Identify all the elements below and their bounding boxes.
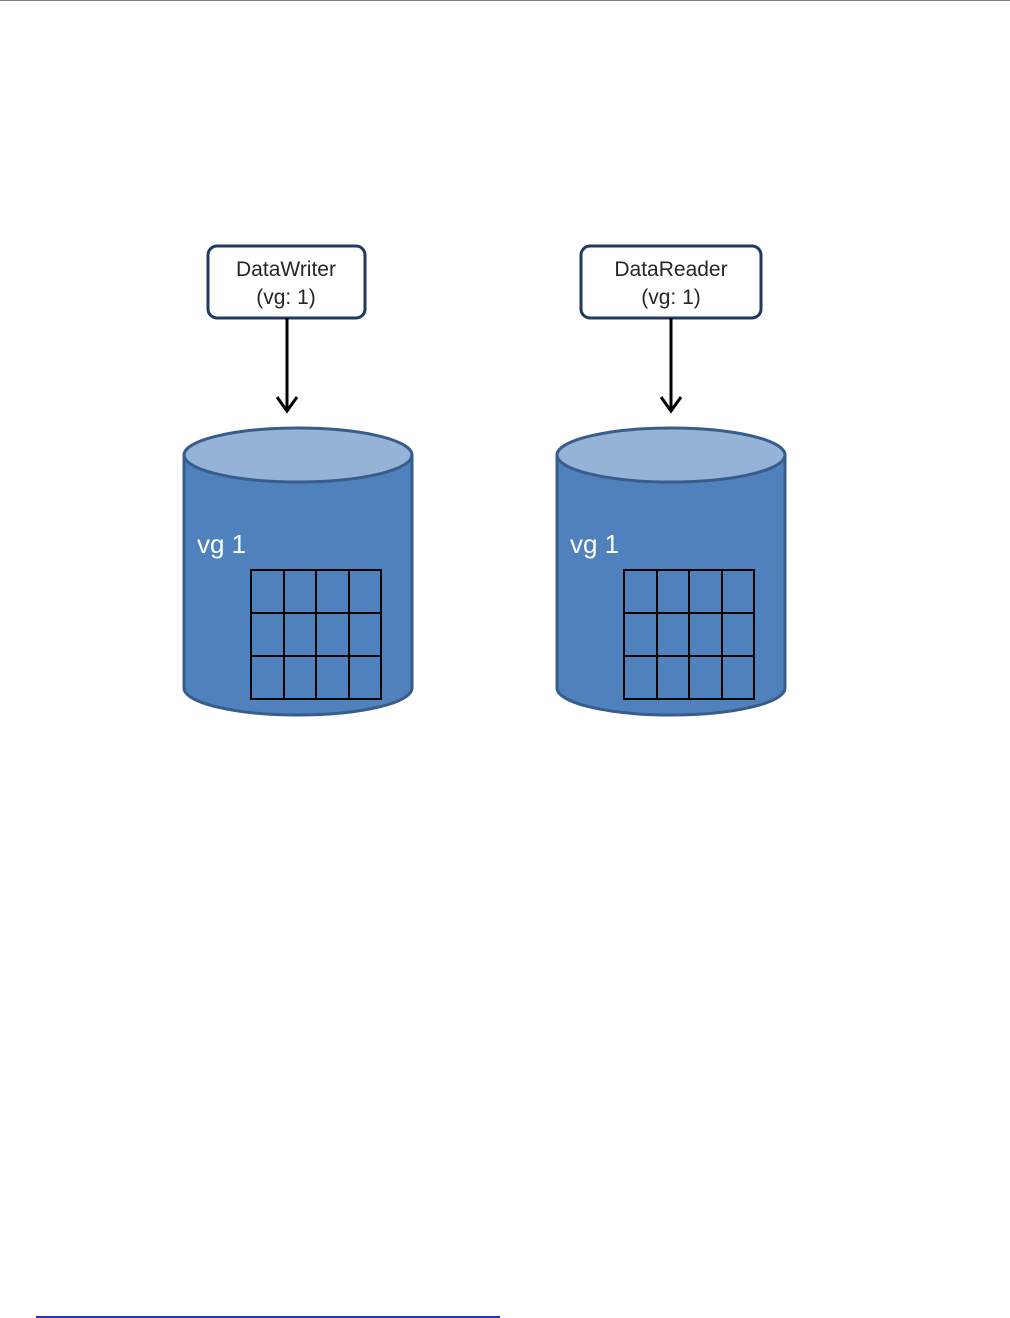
datareader-group: (vg: 1) — [641, 286, 701, 309]
reader-storage-cylinder[interactable]: vg 1 — [557, 428, 785, 715]
datawriter-name: DataWriter — [236, 258, 336, 281]
datawriter-group: (vg: 1) — [256, 286, 316, 309]
datareader-name: DataReader — [614, 258, 727, 281]
writer-group: DataWriter (vg: 1) vg 1 — [184, 246, 412, 715]
writer-store-label: vg 1 — [197, 529, 246, 559]
reader-group: DataReader (vg: 1) vg 1 — [557, 246, 785, 715]
reader-store-label: vg 1 — [570, 529, 619, 559]
writer-storage-cylinder[interactable]: vg 1 — [184, 428, 412, 715]
writer-arrow — [277, 318, 297, 411]
reader-arrow — [661, 318, 681, 411]
